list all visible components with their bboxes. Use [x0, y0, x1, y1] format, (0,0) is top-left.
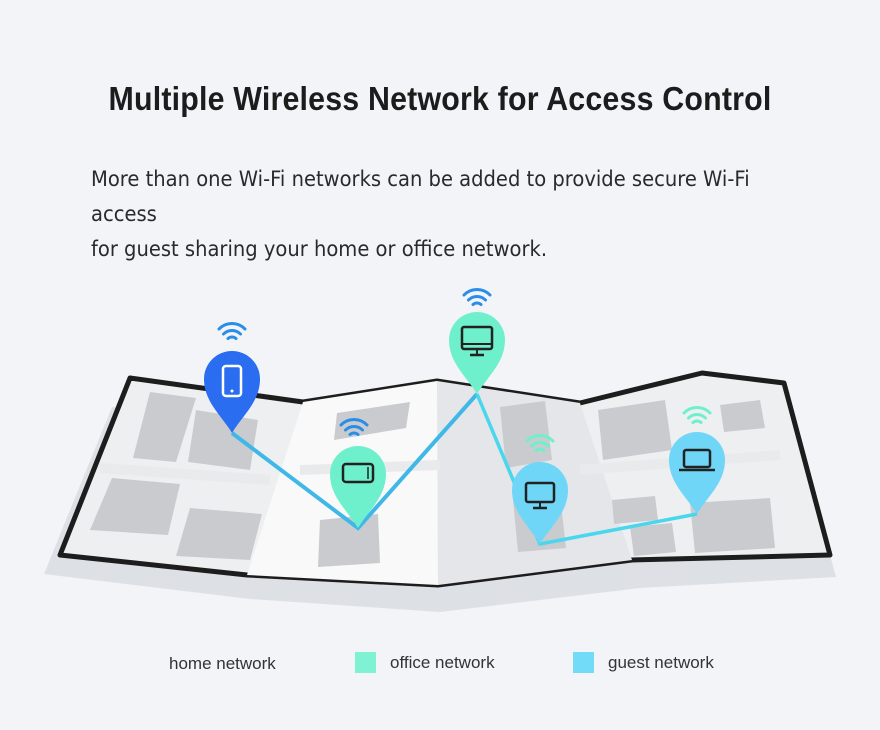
office-network-pin	[330, 446, 386, 528]
legend-swatch-office	[355, 652, 376, 673]
wifi-icon	[462, 287, 492, 306]
legend-item-guest: guest network	[573, 652, 714, 673]
legend: home network office network guest networ…	[0, 646, 880, 682]
network-map-diagram	[44, 287, 836, 612]
home-network-pin	[204, 351, 260, 433]
legend-label: office network	[390, 652, 495, 672]
legend-item-home: home network	[169, 654, 276, 674]
smartphone-icon	[221, 364, 243, 398]
guest-network-pin	[512, 462, 568, 544]
description-line-1: More than one Wi-Fi networks can be adde…	[91, 167, 750, 226]
legend-label: home network	[169, 654, 276, 673]
map-blocks	[90, 392, 775, 567]
guest-network-pin	[669, 432, 725, 514]
legend-label: guest network	[608, 652, 714, 672]
office-network-pin	[449, 312, 505, 394]
laptop-icon	[682, 448, 712, 469]
legend-swatch-guest	[573, 652, 594, 673]
phone-landscape-icon	[341, 462, 375, 484]
wifi-icon	[217, 321, 247, 340]
description-line-2: for guest sharing your home or office ne…	[91, 237, 548, 261]
page-title: Multiple Wireless Network for Access Con…	[108, 80, 772, 117]
description: More than one Wi-Fi networks can be adde…	[91, 162, 761, 267]
legend-item-office: office network	[355, 652, 495, 673]
